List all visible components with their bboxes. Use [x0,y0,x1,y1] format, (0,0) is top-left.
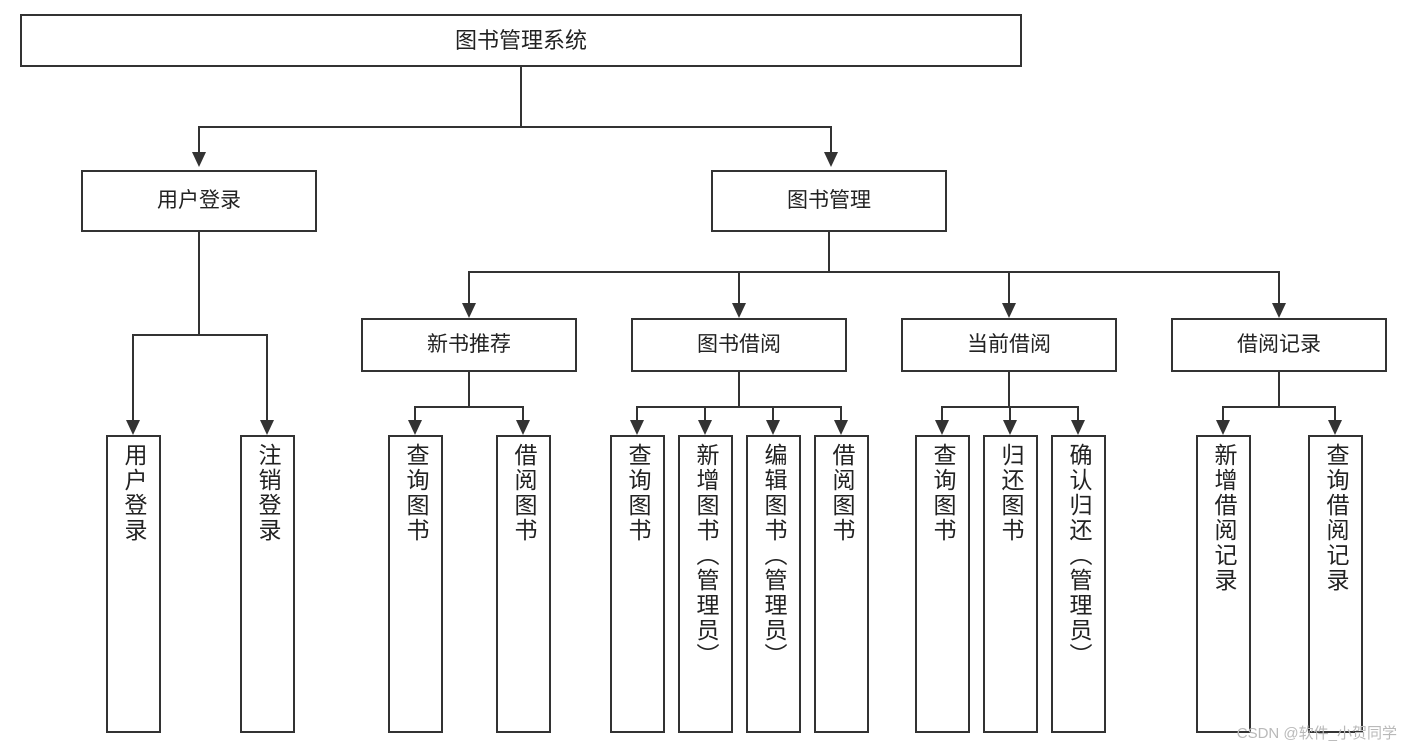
node-book-borrow[interactable]: 图书借阅 [631,318,847,372]
arrow-br-leaf-1 [1216,420,1230,435]
connector-borrow-bus [636,406,842,408]
connector-user-login-drop-2 [266,334,268,420]
connector-book-mgmt-drop-2 [738,271,740,303]
connector-records-drop-2 [1334,406,1336,420]
node-borrow-records[interactable]: 借阅记录 [1171,318,1387,372]
arrow-bb-leaf-3 [766,420,780,435]
connector-borrow-drop-4 [840,406,842,420]
connector-root-stem [520,67,522,127]
connector-current-drop-1 [941,406,943,420]
leaf-br-add-record[interactable]: 新增借阅记录 [1196,435,1251,733]
arrow-cb-leaf-1 [935,420,949,435]
connector-borrow-drop-1 [636,406,638,420]
arrow-bb-leaf-4 [834,420,848,435]
connector-book-mgmt-bus [468,271,1280,273]
arrow-nb-leaf-1 [408,420,422,435]
leaf-logout-label: 注销登录 [255,443,281,543]
leaf-nb-query-book-label: 查询图书 [403,443,429,543]
leaf-cb-query-book-label: 查询图书 [930,443,956,543]
connector-new-book-stem [468,372,470,408]
leaf-bb-borrow-book[interactable]: 借阅图书 [814,435,869,733]
connector-book-mgmt-drop-3 [1008,271,1010,303]
arrow-bb-leaf-1 [630,420,644,435]
arrow-to-book-borrow [732,303,746,318]
leaf-logout[interactable]: 注销登录 [240,435,295,733]
connector-borrow-stem [738,372,740,408]
arrow-root-to-user-login [192,152,206,167]
leaf-cb-confirm-return[interactable]: 确认归还（管理员） [1051,435,1106,733]
leaf-br-query-record-label: 查询借阅记录 [1323,443,1349,593]
connector-records-stem [1278,372,1280,408]
leaf-nb-query-book[interactable]: 查询图书 [388,435,443,733]
node-user-login-label: 用户登录 [157,188,241,212]
connector-user-login-drop-1 [132,334,134,420]
connector-user-login-stem [198,232,200,335]
leaf-nb-borrow-book[interactable]: 借阅图书 [496,435,551,733]
arrow-to-leaf-user-login [126,420,140,435]
watermark: CSDN @软件_小贺同学 [1236,725,1397,742]
leaf-user-login[interactable]: 用户登录 [106,435,161,733]
leaf-cb-return-book[interactable]: 归还图书 [983,435,1038,733]
leaf-cb-return-book-label: 归还图书 [998,443,1024,543]
connector-user-login-bus [132,334,268,336]
leaf-br-query-record[interactable]: 查询借阅记录 [1308,435,1363,733]
leaf-cb-query-book[interactable]: 查询图书 [915,435,970,733]
arrow-to-leaf-logout [260,420,274,435]
arrow-to-new-book-rec [462,303,476,318]
node-borrow-records-label: 借阅记录 [1237,332,1321,356]
connector-current-drop-2 [1009,406,1011,420]
arrow-to-borrow-records [1272,303,1286,318]
node-current-borrow-label: 当前借阅 [967,332,1051,356]
arrow-to-current-borrow [1002,303,1016,318]
node-new-book-recommend-label: 新书推荐 [427,332,511,356]
connector-new-book-bus [414,406,524,408]
node-book-borrow-label: 图书借阅 [697,332,781,356]
node-current-borrow[interactable]: 当前借阅 [901,318,1117,372]
leaf-bb-add-book[interactable]: 新增图书（管理员） [678,435,733,733]
arrow-nb-leaf-2 [516,420,530,435]
connector-root-drop-2 [830,126,832,152]
connector-book-mgmt-stem [828,232,830,273]
node-book-management[interactable]: 图书管理 [711,170,947,232]
connector-records-bus [1222,406,1336,408]
node-root-label: 图书管理系统 [454,27,587,53]
leaf-bb-add-book-label: 新增图书（管理员） [693,443,719,668]
connector-book-mgmt-drop-4 [1278,271,1280,303]
connector-current-stem [1008,372,1010,408]
node-book-management-label: 图书管理 [787,188,871,212]
arrow-cb-leaf-3 [1071,420,1085,435]
leaf-br-add-record-label: 新增借阅记录 [1211,443,1237,593]
connector-root-bus [198,126,832,128]
arrow-root-to-book-mgmt [824,152,838,167]
connector-book-mgmt-drop-1 [468,271,470,303]
arrow-bb-leaf-2 [698,420,712,435]
leaf-cb-confirm-return-label: 确认归还（管理员） [1066,443,1092,668]
connector-records-drop-1 [1222,406,1224,420]
arrow-br-leaf-2 [1328,420,1342,435]
connector-borrow-drop-3 [772,406,774,420]
node-user-login[interactable]: 用户登录 [81,170,317,232]
leaf-bb-query-book-label: 查询图书 [625,443,651,543]
connector-current-drop-3 [1077,406,1079,420]
leaf-user-login-label: 用户登录 [121,443,147,543]
connector-root-drop-1 [198,126,200,152]
leaf-bb-edit-book-label: 编辑图书（管理员） [761,443,787,668]
node-new-book-recommend[interactable]: 新书推荐 [361,318,577,372]
arrow-cb-leaf-2 [1003,420,1017,435]
leaf-nb-borrow-book-label: 借阅图书 [511,443,537,543]
leaf-bb-query-book[interactable]: 查询图书 [610,435,665,733]
leaf-bb-borrow-book-label: 借阅图书 [829,443,855,543]
connector-new-book-drop-1 [414,406,416,420]
connector-new-book-drop-2 [522,406,524,420]
leaf-bb-edit-book[interactable]: 编辑图书（管理员） [746,435,801,733]
node-root[interactable]: 图书管理系统 [20,14,1022,67]
connector-borrow-drop-2 [704,406,706,420]
